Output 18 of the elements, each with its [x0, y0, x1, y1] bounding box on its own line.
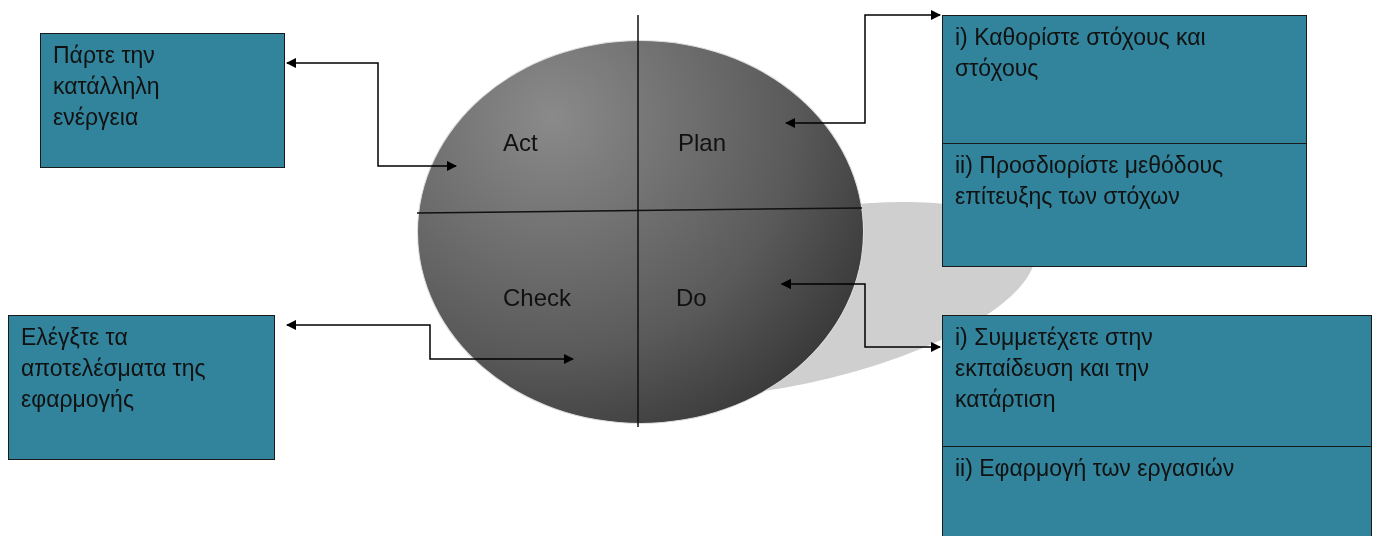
- text-box: [942, 15, 1307, 267]
- quadrant-label: Do: [676, 284, 707, 312]
- double-arrow: [285, 319, 575, 365]
- box-text: i) Συμμετέχετε στην εκπαίδευση και την κατάρτιση: [954, 323, 1154, 414]
- double-arrow: [785, 9, 942, 129]
- text-box: [942, 315, 1372, 536]
- box-text: i) Καθορίστε στόχους και στόχους: [954, 23, 1207, 83]
- text-box: [40, 33, 285, 168]
- double-arrow: [285, 57, 458, 172]
- quadrant-label: Plan: [678, 129, 727, 157]
- double-arrow: [780, 278, 942, 353]
- text-box: [8, 315, 275, 460]
- box-text: Ελέγξτε τα αποτελέσματα της εφαρμογής: [20, 323, 207, 414]
- box-text: Πάρτε την κατάλληλη ενέργεια: [52, 41, 161, 132]
- quadrant-label: Check: [503, 284, 572, 312]
- quadrant-label: Act: [503, 129, 538, 157]
- box-text: ii) Προσδιορίστε μεθόδους επίτευξης των στόχων: [954, 151, 1225, 211]
- box-text: ii) Εφαρμογή των εργασιών: [954, 454, 1236, 483]
